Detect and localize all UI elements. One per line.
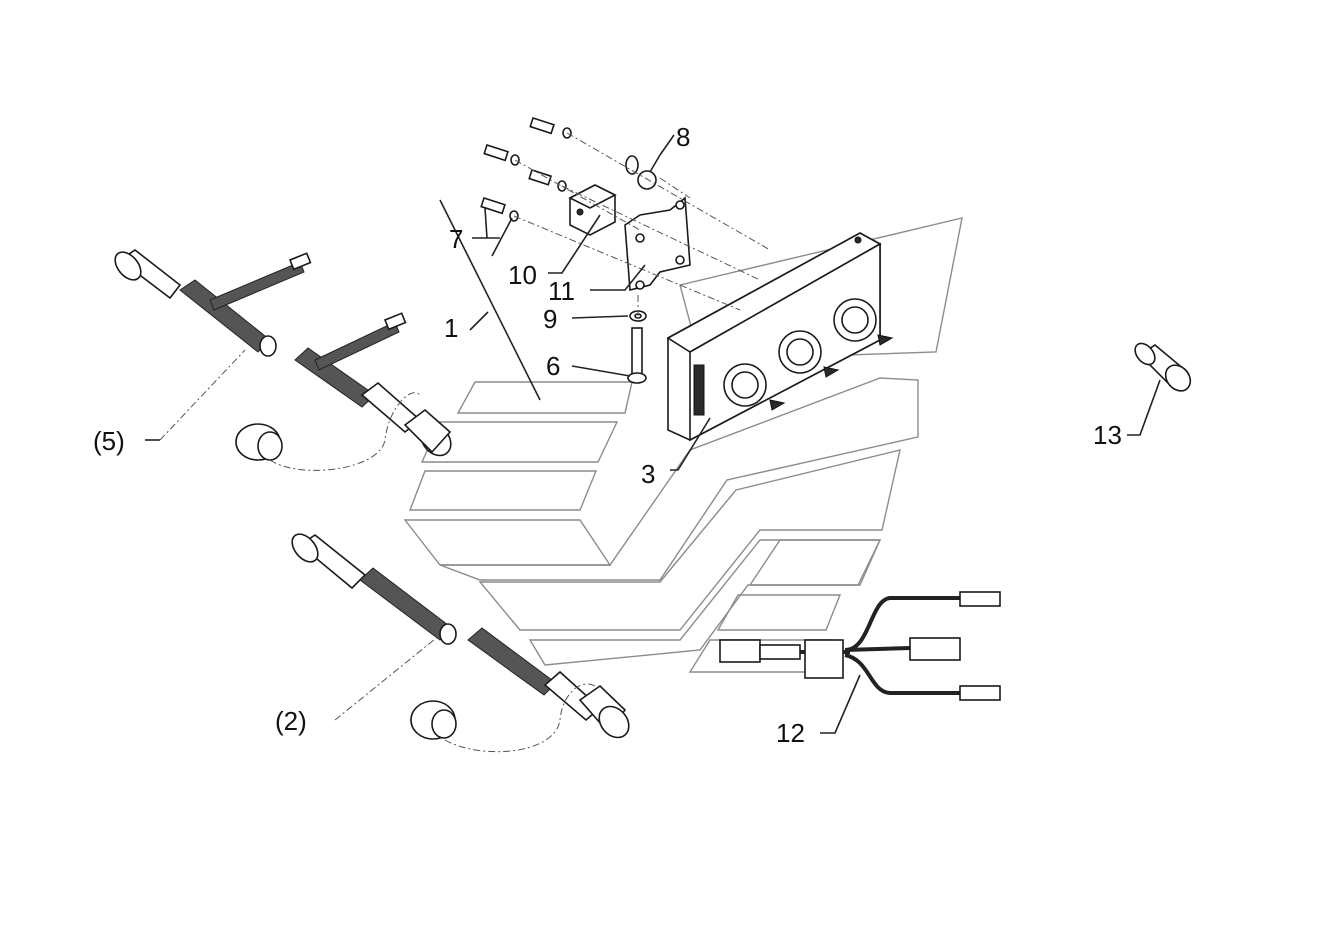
- callout-2: (2): [275, 706, 307, 736]
- hose-assembly-5: [114, 249, 452, 471]
- callout-labels: 1 (2) 3 (5) 6 7 8 9 10 11 12 13: [93, 122, 1122, 748]
- assembly-lines: [513, 132, 771, 316]
- callout-7: 7: [449, 224, 463, 254]
- callout-9: 9: [543, 304, 557, 334]
- callout-1: 1: [444, 313, 458, 343]
- wiring-harness: [719, 591, 1001, 701]
- callout-12: 12: [776, 718, 805, 748]
- callout-8: 8: [676, 122, 690, 152]
- leader-lines: [145, 134, 1161, 734]
- callout-13: 13: [1093, 420, 1122, 450]
- callout-11: 11: [548, 276, 575, 306]
- fasteners: [480, 116, 657, 384]
- callout-10: 10: [508, 260, 537, 290]
- callout-3: 3: [641, 459, 655, 489]
- watermark-logo: [403, 217, 963, 673]
- callout-6: 6: [546, 351, 560, 381]
- control-panel: [666, 232, 894, 442]
- hose-assembly-2: [291, 533, 630, 753]
- mounting-bracket: [624, 196, 691, 292]
- callout-5: (5): [93, 426, 125, 456]
- coupling-13: [1134, 342, 1192, 392]
